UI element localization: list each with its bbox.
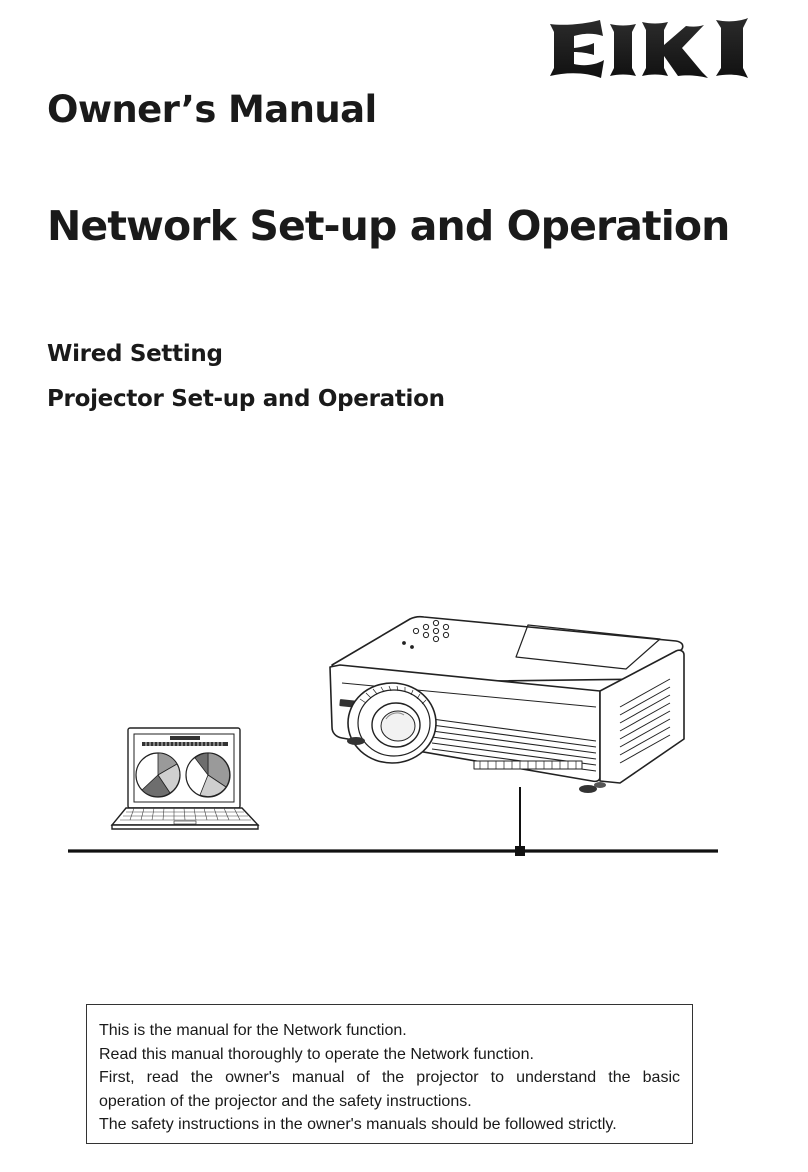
projector-icon [329, 615, 685, 793]
notice-line-2: Read this manual thoroughly to operate t… [99, 1045, 534, 1063]
network-cable-icon [68, 787, 718, 856]
document-type: Owner’s Manual [47, 88, 377, 131]
notice-box: This is the manual for the Network funct… [86, 1004, 693, 1144]
notice-line-4: operation of the projector and the safet… [99, 1092, 472, 1110]
notice-line-5: The safety instructions in the owner's m… [99, 1116, 617, 1133]
notice-line-1: This is the manual for the Network funct… [99, 1022, 407, 1039]
subtitle-wired-setting: Wired Setting [47, 341, 223, 367]
eiki-logo [550, 18, 748, 78]
subtitle-projector-setup: Projector Set-up and Operation [47, 386, 445, 412]
document-title: Network Set-up and Operation [47, 202, 730, 250]
notice-line-3: First, read the owner's manual of the pr… [99, 1069, 680, 1086]
laptop-icon [110, 727, 260, 830]
network-illustration [68, 615, 718, 856]
